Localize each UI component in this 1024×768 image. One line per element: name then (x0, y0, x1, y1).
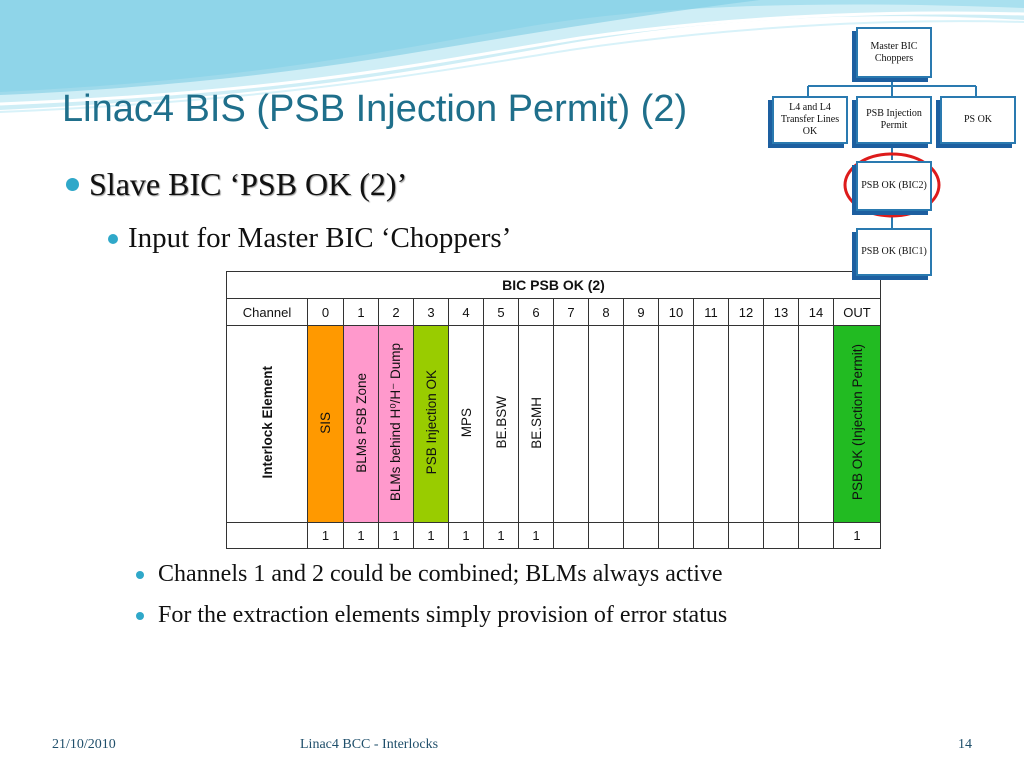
bullet-dot-icon (108, 233, 118, 244)
bullet-dot-icon (136, 611, 144, 620)
element-cell (658, 325, 694, 523)
tree-node-ps-ok: PS OK (940, 96, 1016, 144)
footer-date: 21/10/2010 (52, 737, 116, 752)
value-cell: 1 (343, 522, 379, 549)
header-wave (0, 0, 1024, 113)
bullet-level2: Input for Master BIC ‘Choppers’ (108, 222, 511, 255)
element-label: BLMs behind H⁰/H⁻ Dump (388, 343, 403, 502)
element-label: BE.SMH (528, 396, 544, 449)
element-label: BE.BSW (493, 396, 509, 449)
channel-label: Channel (226, 298, 308, 326)
channel-number: 5 (483, 298, 519, 326)
tree-node-master-bic: Master BIC Choppers (856, 27, 932, 78)
channel-number: 8 (588, 298, 624, 326)
channel-number: 2 (378, 298, 414, 326)
channel-number: OUT (833, 298, 881, 326)
channel-header-row: Channel 0 1 2 3 4 5 6 7 8 9 10 11 12 13 … (226, 298, 881, 326)
bullet-level3: Channels 1 and 2 could be combined; BLMs… (136, 561, 723, 588)
value-cell (623, 522, 659, 549)
channel-number: 13 (763, 298, 799, 326)
value-cell: 1 (833, 522, 881, 549)
tree-node-psb-ok-bic2: PSB OK (BIC2) (856, 161, 932, 211)
element-label: PSB OK (Injection Permit) (849, 344, 865, 501)
page-number: 14 (958, 737, 972, 752)
element-cell: BLMs PSB Zone (343, 325, 379, 523)
element-cell (588, 325, 624, 523)
tree-node-l4-transfer: L4 and L4 Transfer Lines OK (772, 96, 848, 144)
bic-psb-ok-table: BIC PSB OK (2) Channel 0 1 2 3 4 5 6 7 8… (226, 271, 881, 549)
bullet-text: Slave BIC ‘PSB OK (2)’ (89, 166, 408, 202)
value-cell (763, 522, 799, 549)
element-cell: PSB Injection OK (413, 325, 449, 523)
tree-node-psb-ok-bic1: PSB OK (BIC1) (856, 228, 932, 276)
value-cell: 1 (307, 522, 344, 549)
channel-number: 10 (658, 298, 694, 326)
element-cell (553, 325, 589, 523)
footer-title: Linac4 BCC - Interlocks (300, 737, 439, 752)
element-cell (728, 325, 764, 523)
element-cell: BLMs behind H⁰/H⁻ Dump (378, 325, 414, 523)
value-cell: 1 (378, 522, 414, 549)
channel-number: 3 (413, 298, 449, 326)
value-cell (693, 522, 729, 549)
element-label: MPS (458, 407, 474, 438)
slide-title: Linac4 BIS (PSB Injection Permit) (2) (62, 88, 688, 130)
channel-number: 9 (623, 298, 659, 326)
bullet-dot-icon (66, 178, 79, 191)
bullet-text: For the extraction elements simply provi… (158, 602, 728, 628)
channel-number: 0 (307, 298, 344, 326)
value-cell: 1 (448, 522, 484, 549)
bullet-level3: For the extraction elements simply provi… (136, 602, 727, 629)
value-cell: 1 (413, 522, 449, 549)
value-cell (553, 522, 589, 549)
bullet-level1: Slave BIC ‘PSB OK (2)’ (66, 166, 407, 203)
element-label: BLMs PSB Zone (353, 372, 369, 473)
channel-number: 1 (343, 298, 379, 326)
value-cell (226, 522, 308, 549)
value-row: 1 1 1 1 1 1 1 1 (226, 522, 881, 549)
channel-number: 6 (518, 298, 554, 326)
element-cell: BE.BSW (483, 325, 519, 523)
row-label-cell: Interlock Element (226, 325, 308, 523)
channel-number: 11 (693, 298, 729, 326)
element-cell (798, 325, 834, 523)
channel-number: 4 (448, 298, 484, 326)
value-cell: 1 (518, 522, 554, 549)
bullet-text: Input for Master BIC ‘Choppers’ (128, 222, 512, 254)
tree-node-psb-injection: PSB Injection Permit (856, 96, 932, 144)
channel-number: 12 (728, 298, 764, 326)
element-cell: BE.SMH (518, 325, 554, 523)
row-label: Interlock Element (259, 366, 275, 479)
bullet-dot-icon (136, 570, 144, 579)
output-cell: PSB OK (Injection Permit) (833, 325, 881, 523)
element-label: PSB Injection OK (423, 370, 439, 475)
bullet-text: Channels 1 and 2 could be combined; BLMs… (158, 561, 723, 587)
element-cell: MPS (448, 325, 484, 523)
interlock-element-row: Interlock Element SIS BLMs PSB Zone BLMs… (226, 325, 881, 523)
channel-number: 14 (798, 298, 834, 326)
element-cell: SIS (307, 325, 344, 523)
channel-number: 7 (553, 298, 589, 326)
element-cell (623, 325, 659, 523)
table-title: BIC PSB OK (2) (226, 271, 881, 299)
element-label: SIS (318, 411, 333, 434)
value-cell: 1 (483, 522, 519, 549)
value-cell (658, 522, 694, 549)
element-cell (763, 325, 799, 523)
element-cell (693, 325, 729, 523)
value-cell (798, 522, 834, 549)
value-cell (588, 522, 624, 549)
value-cell (728, 522, 764, 549)
